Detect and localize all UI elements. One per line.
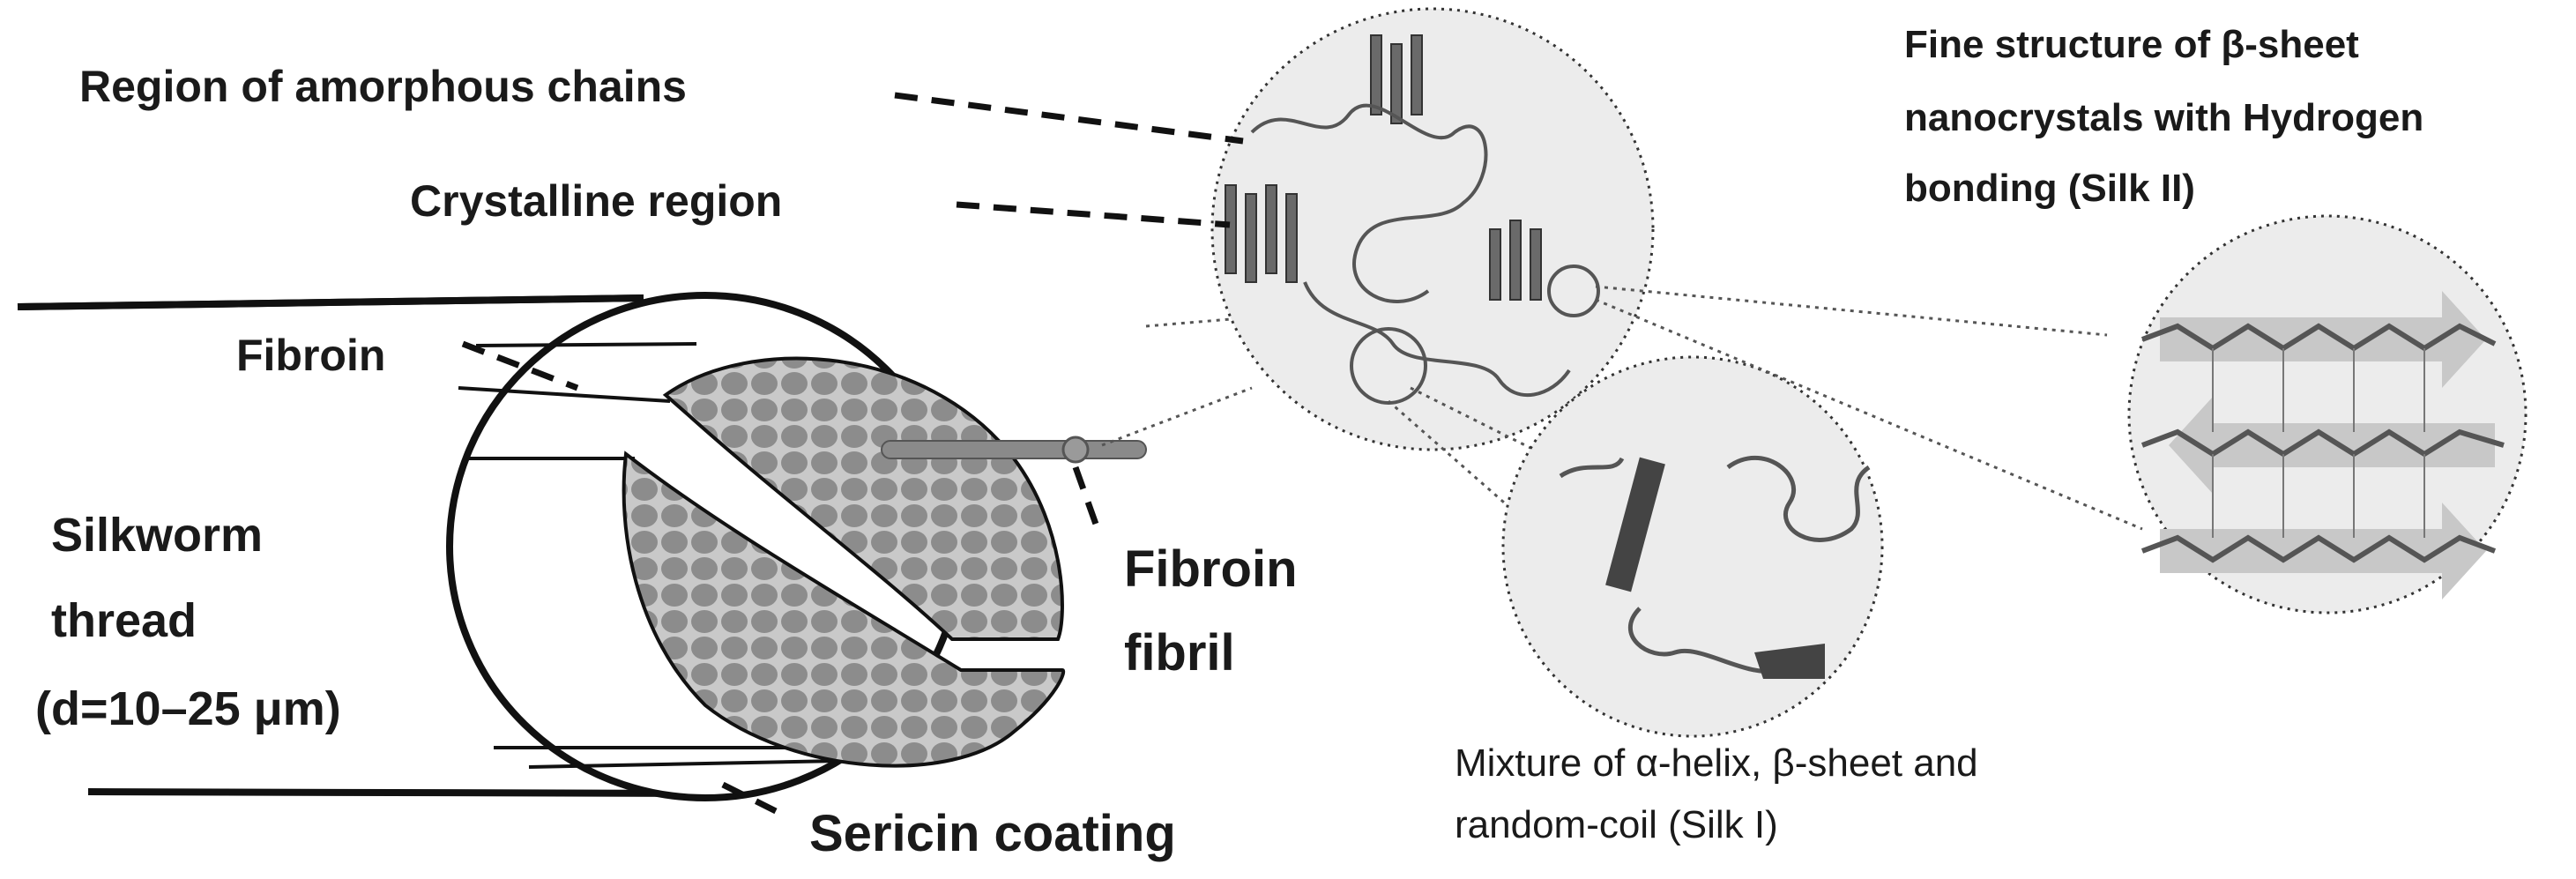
fibroin-bundle	[622, 356, 1066, 768]
label-silk-ii-1: Fine structure of β-sheet	[1904, 23, 2359, 66]
label-silkworm-3: (d=10–25 μm)	[35, 682, 341, 735]
fibroin-fibril-rod	[881, 436, 1147, 464]
label-silk-i-2: random-coil (Silk I)	[1455, 803, 1778, 846]
leader-crystalline	[956, 201, 1231, 228]
label-amorphous: Region of amorphous chains	[79, 62, 687, 111]
leader-fibroin	[461, 340, 579, 391]
zoom-circle-silk-ii	[1595, 214, 2528, 615]
zoom-circle-silk-i	[1388, 355, 1884, 738]
label-silk-ii-3: bonding (Silk II)	[1904, 167, 2195, 210]
label-silk-ii-2: nanocrystals with Hydrogen	[1904, 96, 2423, 139]
leader-fibril	[1072, 466, 1101, 531]
label-fibril-1: Fibroin	[1124, 540, 1298, 598]
label-sericin: Sericin coating	[809, 805, 1176, 862]
label-silkworm-2: thread	[51, 594, 197, 647]
label-fibril-2: fibril	[1124, 624, 1235, 682]
leader-amorphous	[894, 92, 1244, 145]
zoom-circle-fibril	[1101, 7, 1655, 451]
label-fibroin: Fibroin	[236, 331, 385, 380]
label-silkworm-1: Silkworm	[51, 509, 263, 562]
leader-sericin	[721, 781, 778, 815]
leader-lines	[461, 92, 1244, 815]
label-silk-i-1: Mixture of α-helix, β-sheet and	[1455, 741, 1978, 785]
label-crystalline: Crystalline region	[410, 176, 782, 226]
